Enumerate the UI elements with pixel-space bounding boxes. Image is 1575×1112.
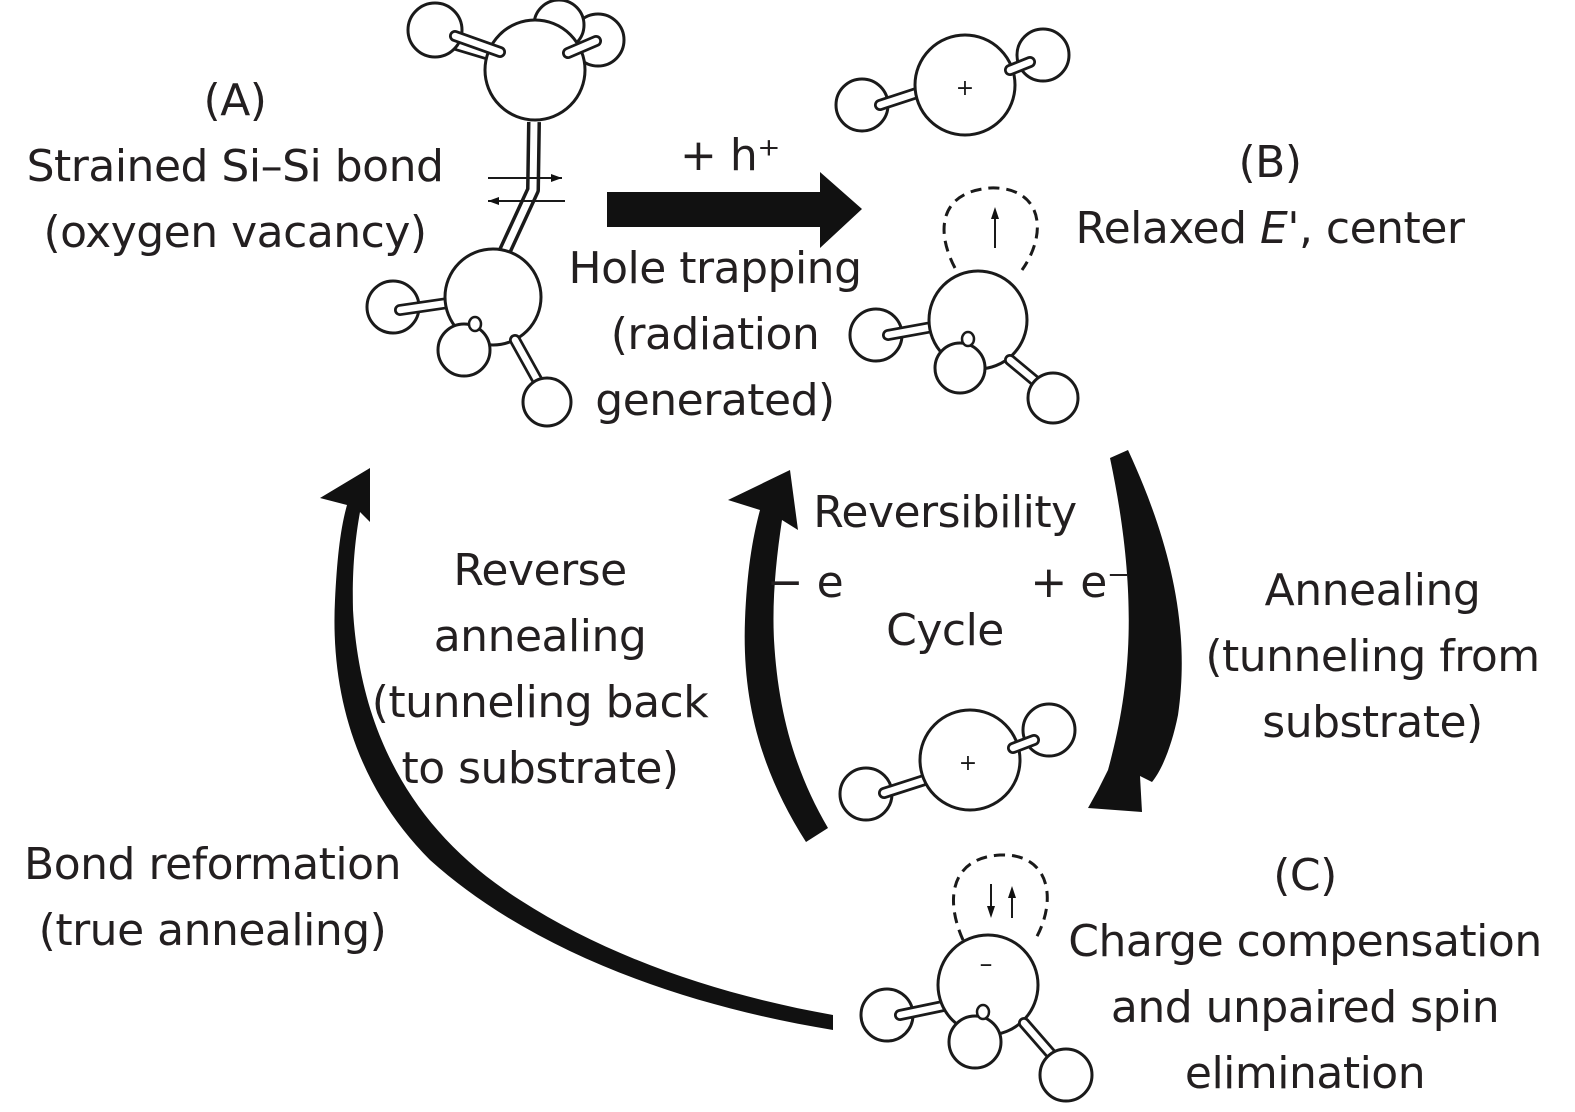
molecule-cycle-intermediate: + [838, 702, 1077, 822]
label-reverse-annealing: Reverse annealing (tunneling back to sub… [350, 538, 730, 802]
state-c-letter: (C) [1273, 850, 1337, 901]
reverse-annealing-line2: annealing [433, 611, 647, 662]
reverse-annealing-line3: (tunneling back [371, 677, 709, 728]
oxygen-atom [436, 322, 492, 378]
state-c-line1: Charge compensation [1068, 916, 1542, 967]
bond [1007, 734, 1040, 754]
hole-reagent: + h⁺ [680, 130, 780, 181]
label-annealing-reagent: + e⁻ [1025, 550, 1135, 616]
oxygen-atom [1038, 1047, 1094, 1103]
bond-stub [960, 330, 976, 348]
label-hole-trapping-reagent: + h⁺ [660, 123, 800, 189]
reverse-annealing-line1: Reverse [453, 545, 627, 596]
oxygen-atom [1021, 702, 1077, 758]
strained-si-si-bond [496, 121, 541, 258]
state-b-letter: (B) [1238, 137, 1302, 188]
label-reverse-reagent: − e [760, 550, 850, 616]
hole-trapping-line3: generated) [595, 375, 835, 426]
oxygen-atom [521, 376, 573, 428]
negative-charge-symbol: – [980, 949, 993, 979]
state-b-line1: Relaxed E', center [1075, 203, 1465, 254]
bond [449, 30, 506, 58]
oxygen-atom [1015, 27, 1071, 83]
label-hole-trapping: Hole trapping (radiation generated) [545, 236, 885, 434]
bond [562, 35, 602, 59]
label-bond-reformation: Bond reformation (true annealing) [0, 832, 425, 964]
annealing-line2: (tunneling from [1205, 631, 1540, 682]
state-a-letter: (A) [203, 75, 267, 126]
molecule-c-charge-compensated: – [859, 853, 1094, 1103]
oxygen-atom [406, 1, 464, 59]
label-center-cycle: Cycle [860, 598, 1030, 664]
bond [509, 334, 546, 391]
state-a-line1: Strained Si–Si bond [26, 141, 444, 192]
label-state-a: (A) Strained Si–Si bond (oxygen vacancy) [0, 68, 470, 266]
bond-stub [467, 315, 483, 333]
center-line1: Reversibility [813, 487, 1077, 538]
center-line2: Cycle [886, 605, 1004, 656]
dangling-bond-orbital [942, 186, 1039, 271]
paired-orbital [951, 853, 1049, 941]
silicon-atom-positive [918, 708, 1022, 812]
molecule-a-oxygen-vacancy [365, 0, 626, 428]
label-state-b: (B) Relaxed E', center [1060, 130, 1480, 262]
state-c-line2: and unpaired spin [1110, 982, 1500, 1033]
bond [394, 297, 454, 316]
label-state-c: (C) Charge compensation and unpaired spi… [1045, 843, 1565, 1107]
annealing-reagent: + e⁻ [1030, 557, 1130, 608]
bond-stub [975, 1003, 991, 1021]
annealing-line3: substrate) [1262, 697, 1483, 748]
oxygen-atom [933, 341, 987, 395]
reverse-annealing-line4: to substrate) [401, 743, 679, 794]
bond [894, 999, 954, 1021]
bond-reformation-line1: Bond reformation [24, 839, 401, 890]
annealing-arrow [1088, 450, 1182, 812]
spin-pair-arrows-icon [987, 884, 1016, 918]
spin-up-arrow-icon [991, 207, 999, 248]
oxygen-atom [1026, 371, 1080, 425]
hole-trapping-line2: (radiation [610, 309, 820, 360]
oxygen-atom [947, 1014, 1003, 1070]
positive-charge-symbol: + [956, 76, 974, 101]
silicon-atom-positive [913, 33, 1017, 137]
annealing-line1: Annealing [1264, 565, 1481, 616]
silicon-atom-upper [483, 18, 587, 122]
bond [1004, 56, 1036, 76]
state-a-line2: (oxygen vacancy) [43, 207, 427, 258]
bond [882, 321, 938, 341]
reverse-reagent: − e [766, 557, 844, 608]
positive-charge-symbol: + [959, 751, 977, 776]
hole-trapping-line1: Hole trapping [568, 243, 863, 294]
state-c-line3: elimination [1184, 1048, 1426, 1099]
molecule-b-relaxed-e-prime-center: + [834, 27, 1080, 425]
label-center-reversibility: Reversibility [795, 480, 1095, 546]
label-annealing: Annealing (tunneling from substrate) [1185, 558, 1560, 756]
bond-reformation-line2: (true annealing) [38, 905, 387, 956]
reverse-annealing-arrow [728, 470, 828, 842]
strain-arrows-icon [488, 174, 565, 205]
hole-trapping-arrow [607, 172, 862, 248]
